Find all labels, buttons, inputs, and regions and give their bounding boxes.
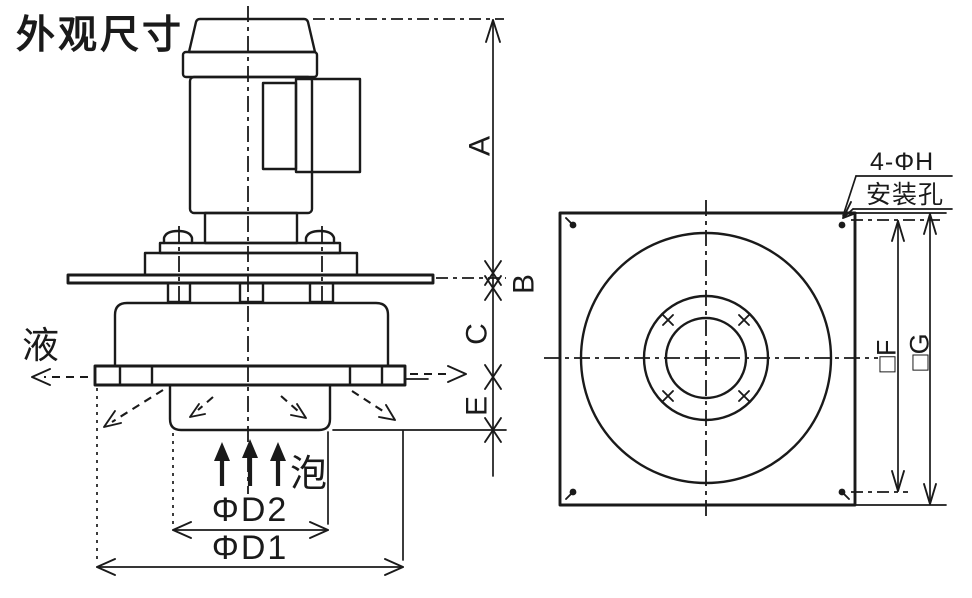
distributor-ring <box>93 364 407 387</box>
mounting-holes <box>565 217 850 500</box>
motor <box>181 17 362 245</box>
flange-upper <box>158 241 342 255</box>
foam-arrow-shafts <box>219 455 281 486</box>
screw-mark-top-right <box>738 314 750 326</box>
spray-arrow-inner-right <box>280 395 299 412</box>
spray-arrow-outer-right-head <box>378 404 396 421</box>
mounting-hole-tick-top-left <box>565 217 574 226</box>
arrowheads-g <box>923 213 937 505</box>
arrowhead-ring <box>484 364 502 390</box>
leader-line <box>842 175 857 218</box>
spray-arrow-outer-left <box>111 389 164 423</box>
junction-box-inner <box>261 81 298 171</box>
standoff-center <box>238 281 265 304</box>
junction-box <box>294 77 362 174</box>
foam-label: 泡 <box>290 453 327 494</box>
motor-cap <box>187 17 317 54</box>
spray-arrow-inner-left <box>197 396 214 411</box>
holes-note-line1: 4-ΦH <box>870 148 934 176</box>
arrowhead-top <box>485 19 501 43</box>
spray-arrow-outer-right <box>351 390 387 414</box>
spray-arrow-inner-right-head <box>290 403 307 419</box>
dim-label-c: C <box>461 323 494 345</box>
holes-note: 4-ΦH 安装孔 <box>842 148 953 219</box>
mounting-hole-tick-bottom-left <box>565 491 574 500</box>
liquid-arrow-right-head <box>447 365 467 383</box>
base-plate <box>558 211 857 507</box>
arrowheads-d1 <box>96 558 404 576</box>
dim-label-d2: ΦD2 <box>212 491 289 529</box>
liquid-flow: 液 <box>22 325 467 428</box>
foam-arrow-head-2 <box>242 439 258 458</box>
dim-label-f: □F <box>871 340 901 373</box>
arrowheads-f <box>891 220 905 492</box>
dim-label-d1: ΦD1 <box>212 529 289 567</box>
casing <box>113 301 390 368</box>
top-view: 4-ΦH 安装孔 □F □G <box>544 148 953 518</box>
dim-label-e: E <box>461 396 494 416</box>
dim-label-b: B <box>508 274 541 294</box>
outer-circle <box>579 231 833 485</box>
screw-mark-bottom-left <box>662 390 674 402</box>
arrowhead-bell <box>484 417 502 443</box>
screw-mark-top-left <box>662 314 674 326</box>
inner-circle <box>664 316 748 400</box>
spray-arrow-inner-left-head <box>189 403 206 418</box>
liquid-arrow-left-head <box>31 368 51 386</box>
arrowhead-plate-bottom <box>484 275 502 301</box>
side-view: 液 泡 <box>22 6 541 576</box>
mounting-hole-tick-bottom-right <box>841 491 850 500</box>
bolt-right <box>304 229 336 245</box>
arrowheads-d2 <box>172 521 329 539</box>
foam-flow: 泡 <box>214 439 327 494</box>
dimension-diameters: ΦD2 ΦD1 <box>96 388 404 576</box>
page-title: 外观尺寸 <box>16 14 184 57</box>
holes-note-line2: 安装孔 <box>866 181 944 209</box>
foam-arrow-head-3 <box>270 442 286 461</box>
ring-dividers <box>118 364 384 387</box>
dimension-chain-vertical: A B C E <box>313 18 541 477</box>
screw-mark-bottom-right <box>738 390 750 402</box>
leader-arrowhead <box>842 201 857 219</box>
casing-assembly <box>93 301 407 432</box>
screw-marks <box>662 314 750 402</box>
mounting-hole-top-right <box>838 221 846 229</box>
motor-neck <box>203 211 299 245</box>
dimension-fg: □F □G <box>851 212 947 506</box>
motor-cap-band <box>181 50 319 79</box>
flange-assembly <box>66 229 435 304</box>
middle-circle <box>642 294 770 422</box>
liquid-label: 液 <box>22 325 59 366</box>
dim-label-g: □G <box>904 333 934 370</box>
foam-bell <box>168 384 332 432</box>
foam-arrow-head-1 <box>214 442 230 461</box>
dim-label-a: A <box>464 136 497 156</box>
bolt-left <box>162 229 194 245</box>
motor-body <box>188 75 314 215</box>
flange-lower <box>143 251 359 277</box>
spray-arrow-outer-left-head <box>103 410 122 428</box>
